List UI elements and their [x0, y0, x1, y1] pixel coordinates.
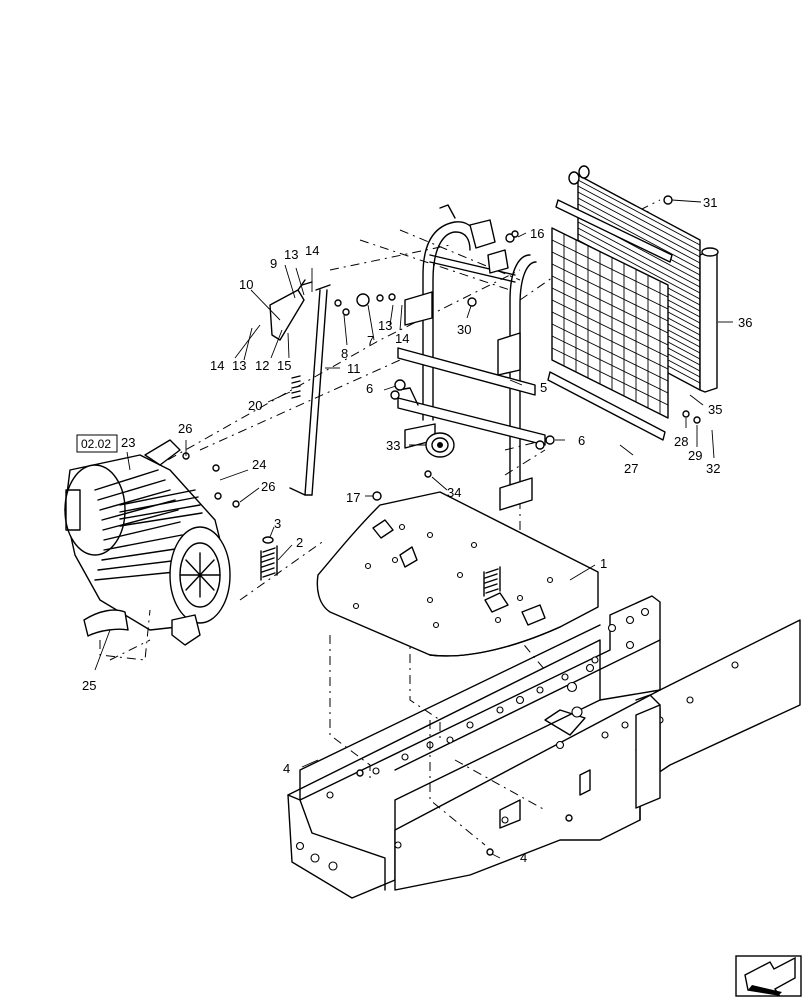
callout-3: 3 [274, 516, 281, 531]
callout-6a: 6 [366, 381, 373, 396]
callout-14a: 14 [305, 243, 319, 258]
callout-5: 5 [540, 380, 547, 395]
lever-11 [289, 284, 331, 496]
seal-strip-27 [547, 371, 666, 441]
callout-29: 29 [688, 448, 702, 463]
callout-10: 10 [239, 277, 253, 292]
callout-12: 12 [255, 358, 269, 373]
leader-lines [94, 199, 733, 859]
pulley-33 [425, 432, 455, 458]
callout-11: 11 [347, 361, 361, 376]
washer-3 [262, 536, 274, 544]
callout-8: 8 [341, 346, 348, 361]
callout-32: 32 [706, 461, 720, 476]
chassis-frame [287, 595, 801, 899]
spring-2 [260, 545, 278, 581]
spring-20 [291, 375, 301, 399]
callout-25: 25 [82, 678, 96, 693]
section-reference-label: 02.02 [81, 437, 111, 451]
callout-26b: 26 [261, 479, 275, 494]
callout-24: 24 [252, 457, 266, 472]
callout-13c: 13 [378, 318, 392, 333]
mounting-plate [316, 491, 599, 657]
next-page-arrow-icon[interactable] [735, 955, 802, 997]
spring-2b [483, 566, 501, 597]
callout-15: 15 [277, 358, 291, 373]
callout-35: 35 [708, 402, 722, 417]
callout-13b: 13 [232, 358, 246, 373]
callout-27: 27 [624, 461, 638, 476]
callout-34: 34 [447, 485, 461, 500]
callout-9: 9 [270, 256, 277, 271]
cover-25 [83, 609, 129, 637]
callout-1: 1 [600, 556, 607, 571]
callout-16: 16 [530, 226, 544, 241]
callout-7: 7 [367, 333, 374, 348]
callout-4b: 4 [520, 850, 527, 865]
callout-23: 23 [121, 435, 135, 450]
callout-labels: 1 2 3 4 4 5 6 6 7 8 9 10 11 12 13 13 13 … [82, 195, 752, 865]
protective-screen [551, 227, 669, 419]
callout-20: 20 [248, 398, 262, 413]
callout-30: 30 [457, 322, 471, 337]
callout-4a: 4 [283, 761, 290, 776]
bolts [182, 195, 701, 856]
callout-6b: 6 [578, 433, 585, 448]
bracket-9-10 [269, 279, 313, 341]
callout-26a: 26 [178, 421, 192, 436]
air-filter [64, 439, 231, 646]
callout-28: 28 [674, 434, 688, 449]
callout-31: 31 [703, 195, 717, 210]
callout-14c: 14 [395, 331, 409, 346]
callout-14b: 14 [210, 358, 224, 373]
callout-17: 17 [346, 490, 360, 505]
callout-33: 33 [386, 438, 400, 453]
callout-2: 2 [296, 535, 303, 550]
section-reference-box: 02.02 [76, 434, 118, 453]
callout-36: 36 [738, 315, 752, 330]
seal-strip-top [555, 199, 673, 263]
callout-13a: 13 [284, 247, 298, 262]
